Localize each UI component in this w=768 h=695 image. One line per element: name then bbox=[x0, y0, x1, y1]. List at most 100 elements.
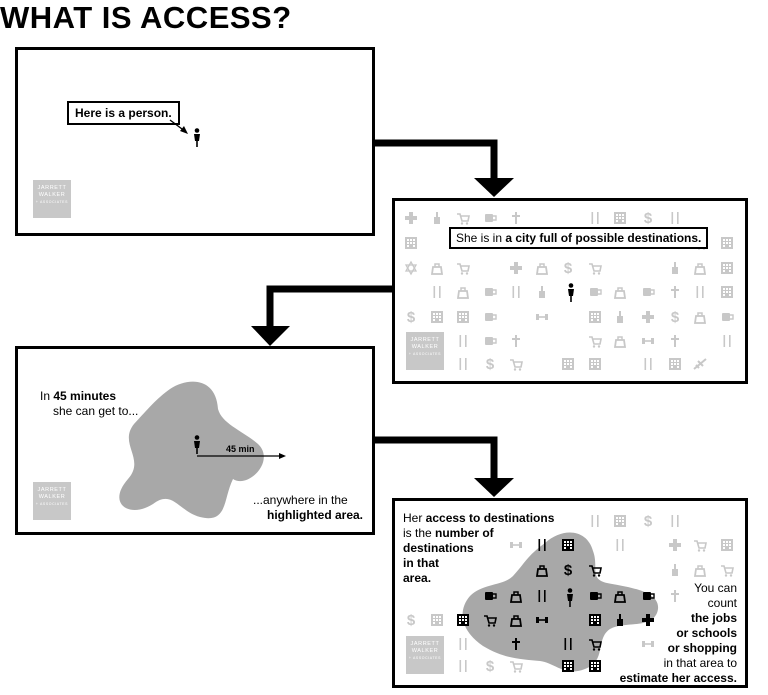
shopping-bag-icon bbox=[535, 263, 549, 275]
restaurant-icon bbox=[538, 539, 546, 551]
cart-icon bbox=[589, 565, 602, 577]
cafe-icon bbox=[485, 288, 497, 296]
shopping-bag-icon bbox=[613, 287, 627, 299]
restaurant-icon bbox=[591, 515, 599, 527]
hospital-icon bbox=[669, 539, 681, 551]
cafe-icon bbox=[590, 592, 602, 600]
person-icon bbox=[194, 128, 200, 147]
cafe-icon bbox=[643, 288, 655, 296]
bank-icon: $ bbox=[564, 562, 573, 579]
svg-text:$: $ bbox=[564, 260, 573, 277]
gym-icon bbox=[536, 617, 548, 623]
gym-icon bbox=[642, 338, 654, 344]
office-icon bbox=[405, 237, 417, 249]
cart-icon bbox=[694, 540, 707, 552]
left-text-5: area. bbox=[403, 571, 432, 585]
right-text-2: count bbox=[707, 596, 737, 610]
reachable-area bbox=[119, 381, 286, 519]
cart-icon bbox=[510, 661, 523, 673]
store-icon bbox=[617, 614, 623, 626]
cafe-icon bbox=[485, 214, 497, 222]
svg-text:$: $ bbox=[407, 612, 416, 629]
destination-icons: $$$$ bbox=[407, 513, 734, 675]
bank-icon: $ bbox=[671, 309, 680, 326]
office-icon bbox=[614, 212, 626, 224]
shopping-bag-icon bbox=[613, 591, 627, 603]
office-icon bbox=[589, 358, 601, 370]
office-icon bbox=[669, 358, 681, 370]
airport-icon bbox=[693, 358, 707, 370]
office-icon bbox=[721, 237, 733, 249]
cart-icon bbox=[589, 336, 602, 348]
person-icon bbox=[194, 435, 200, 454]
bank-icon: $ bbox=[564, 260, 573, 277]
restaurant-icon bbox=[459, 660, 467, 672]
right-text-7: estimate her access. bbox=[619, 671, 737, 685]
svg-text:$: $ bbox=[644, 513, 653, 530]
restaurant-icon bbox=[433, 286, 441, 298]
panel-45-minutes: 45 min In 45 minutes she can get to... .… bbox=[15, 346, 375, 535]
hospital-icon bbox=[642, 311, 654, 323]
right-text-3: the jobs bbox=[690, 611, 737, 625]
counted-area bbox=[462, 532, 659, 672]
restaurant-icon bbox=[644, 358, 652, 370]
church-icon bbox=[512, 335, 520, 347]
shopping-bag-icon bbox=[509, 591, 523, 603]
shopping-bag-icon bbox=[509, 615, 523, 627]
cart-icon bbox=[510, 359, 523, 371]
left-text-2: is the number of bbox=[403, 526, 494, 540]
cafe-icon bbox=[485, 592, 497, 600]
shopping-bag-icon bbox=[693, 312, 707, 324]
right-text-5: or shopping bbox=[667, 641, 737, 655]
shopping-bag-icon bbox=[456, 287, 470, 299]
panel-city: $ $ $ $ $ She is in a city full of possible … bbox=[392, 198, 748, 384]
church-icon bbox=[671, 590, 679, 602]
office-icon bbox=[721, 262, 733, 274]
callout-pointer bbox=[169, 119, 188, 134]
restaurant-icon bbox=[459, 638, 467, 650]
office-icon bbox=[457, 311, 469, 323]
office-icon bbox=[721, 539, 733, 551]
end-text-1: ...anywhere in the bbox=[253, 493, 348, 507]
end-text-2: highlighted area. bbox=[267, 508, 364, 522]
office-icon bbox=[721, 286, 733, 298]
restaurant-icon bbox=[591, 212, 599, 224]
church-icon bbox=[512, 638, 520, 650]
panel-access: $$$$ Her access to destinations is the n… bbox=[392, 498, 748, 688]
office-icon bbox=[614, 515, 626, 527]
gym-icon bbox=[510, 542, 522, 548]
person-icon bbox=[568, 283, 574, 302]
bank-icon: $ bbox=[486, 356, 495, 373]
destination-icons: $ $ $ $ $ bbox=[404, 210, 734, 373]
restaurant-icon bbox=[671, 515, 679, 527]
restaurant-icon bbox=[723, 335, 731, 347]
person-callout: Here is a person. bbox=[67, 101, 180, 125]
bank-icon: $ bbox=[407, 309, 416, 326]
shopping-bag-icon bbox=[535, 565, 549, 577]
restaurant-icon bbox=[512, 286, 520, 298]
right-text-6: in that area to bbox=[663, 656, 737, 670]
store-icon bbox=[434, 212, 440, 224]
cart-icon bbox=[589, 263, 602, 275]
svg-text:$: $ bbox=[671, 309, 680, 326]
restaurant-icon bbox=[616, 539, 624, 551]
shopping-bag-icon bbox=[693, 263, 707, 275]
restaurant-icon bbox=[538, 590, 546, 602]
ring-label: 45 min bbox=[226, 444, 255, 454]
bank-icon: $ bbox=[644, 210, 653, 227]
cart-icon bbox=[457, 213, 470, 225]
restaurant-icon bbox=[671, 212, 679, 224]
office-icon bbox=[562, 660, 574, 672]
cart-icon bbox=[484, 615, 497, 627]
cart-icon bbox=[721, 565, 734, 577]
store-icon bbox=[672, 564, 678, 576]
right-text-4: or schools bbox=[676, 626, 737, 640]
shopping-bag-icon bbox=[613, 336, 627, 348]
bank-icon: $ bbox=[407, 612, 416, 629]
gym-icon bbox=[642, 641, 654, 647]
office-icon bbox=[562, 358, 574, 370]
city-callout: She is in a city full of possible destin… bbox=[449, 227, 709, 249]
